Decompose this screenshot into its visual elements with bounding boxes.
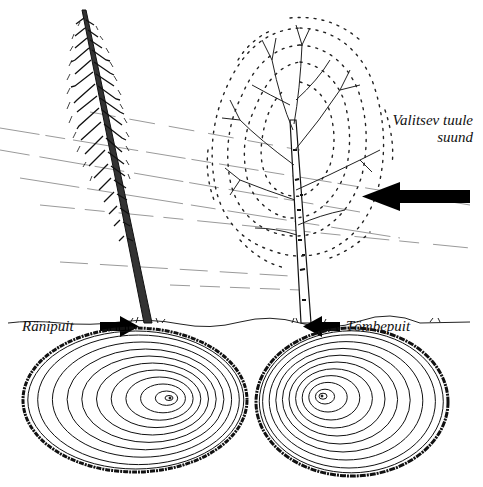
birch-bark-marks	[293, 150, 306, 300]
spruce-tree	[67, 10, 152, 323]
wind-streaks	[0, 112, 470, 290]
spruce-cross-section	[23, 328, 247, 472]
birch-foliage	[207, 17, 392, 268]
birch-cross-section	[256, 328, 448, 476]
tension-wood-arrow	[303, 316, 340, 337]
wind-arrow	[362, 182, 470, 211]
compression-wood-label: Ränipuit	[22, 318, 74, 335]
birch-tree	[207, 17, 392, 323]
wind-direction-label: Valitsev tuule suund	[383, 112, 473, 146]
tension-wood-label: Tömbepuit	[346, 318, 410, 335]
